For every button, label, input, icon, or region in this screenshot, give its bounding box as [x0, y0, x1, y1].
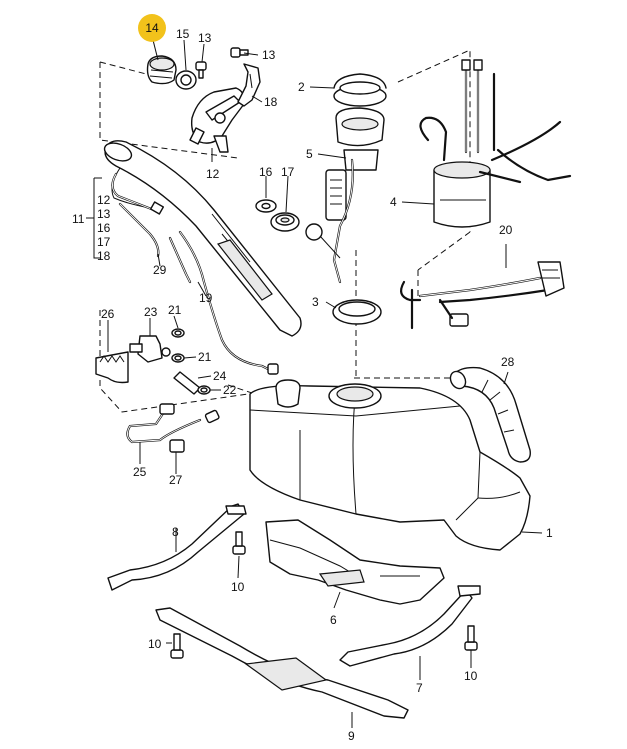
callout-13-right: 13	[262, 48, 276, 62]
group-11-item-4: 17	[97, 235, 111, 249]
strap-bolt-10-bottom	[170, 633, 184, 659]
callout-4: 4	[390, 195, 397, 209]
clamp-bracket-26	[95, 351, 129, 384]
highlight-badge	[138, 14, 166, 42]
callout-5: 5	[306, 147, 313, 161]
hose-clamp-21-mid	[171, 353, 185, 363]
callout-7: 7	[416, 681, 423, 695]
seal-ring-3	[332, 299, 382, 325]
connector-23	[129, 335, 171, 363]
filler-hose-28	[449, 366, 531, 463]
breather-line-25	[126, 403, 220, 444]
vent-tube-29	[118, 202, 160, 258]
breather-group-frame-link	[227, 384, 259, 396]
tank-strap-9	[155, 607, 409, 719]
callout-28: 28	[501, 355, 515, 369]
filler-cap-part	[146, 55, 177, 85]
group-11-item-5: 18	[97, 249, 111, 263]
callout-15: 15	[176, 27, 190, 41]
callout-13-left: 13	[198, 31, 212, 45]
strap-bolt-10-right	[464, 625, 478, 651]
callout-26: 26	[101, 307, 115, 321]
leader-lines	[86, 35, 543, 728]
callout-23: 23	[144, 305, 158, 319]
callout-10-left: 10	[231, 580, 245, 594]
heat-shield-6	[265, 519, 445, 605]
retaining-clip-18	[237, 63, 261, 107]
callout-24: 24	[213, 369, 227, 383]
bracket-group-frame	[99, 62, 239, 159]
hose-section-24	[173, 371, 201, 395]
callout-25: 25	[133, 465, 147, 479]
bolt-13-right	[230, 47, 249, 58]
fuel-tank-1	[249, 379, 531, 551]
filler-neck-bracket	[189, 87, 246, 153]
strap-bolt-10-left	[232, 531, 246, 555]
callout-9: 9	[348, 729, 355, 743]
callout-2: 2	[298, 80, 305, 94]
callout-8: 8	[172, 525, 179, 539]
callout-21-mid: 21	[198, 350, 212, 364]
callout-11: 11	[72, 212, 85, 226]
gasket-ring-part	[175, 70, 197, 90]
group-11-item-2: 13	[97, 207, 111, 221]
wiring-harness-20	[399, 261, 565, 330]
hose-clamp-21-top	[171, 328, 185, 338]
filler-neck-pipe	[103, 140, 302, 337]
cap-27	[169, 439, 185, 453]
callout-3: 3	[312, 295, 319, 309]
group-11-item-1: 12	[97, 193, 111, 207]
callout-1: 1	[546, 526, 553, 540]
grommet-17	[270, 212, 300, 232]
callout-29: 29	[153, 263, 167, 277]
callout-16: 16	[259, 165, 273, 179]
hose-clamp-22	[197, 385, 211, 395]
callout-18: 18	[264, 95, 278, 109]
callout-10-right: 10	[464, 669, 478, 683]
tank-strap-7	[339, 585, 481, 667]
bolt-13-left	[195, 61, 207, 79]
fuel-pump-assembly-5	[305, 107, 385, 284]
callout-6: 6	[330, 613, 337, 627]
callout-22: 22	[223, 383, 237, 397]
callout-19: 19	[199, 291, 213, 305]
callout-14: 14	[145, 21, 159, 35]
bracket-group-frame-top	[99, 61, 151, 76]
seal-ring-16	[255, 199, 277, 213]
callout-27: 27	[169, 473, 183, 487]
callout-17: 17	[281, 165, 295, 179]
callout-21-top: 21	[168, 303, 182, 317]
breather-group-frame	[99, 310, 263, 413]
callout-12: 12	[206, 167, 220, 181]
lock-ring-2	[333, 73, 387, 107]
callout-10-bottom: 10	[148, 637, 162, 651]
group-11-item-3: 16	[97, 221, 111, 235]
corrugated-breather-hose-19	[168, 230, 279, 375]
level-sender-unit-4	[419, 59, 572, 228]
sender-unit-frame-bottom	[417, 231, 471, 271]
callout-20: 20	[499, 223, 513, 237]
tank-strap-8	[107, 503, 247, 591]
vent-tube-12	[111, 172, 165, 215]
